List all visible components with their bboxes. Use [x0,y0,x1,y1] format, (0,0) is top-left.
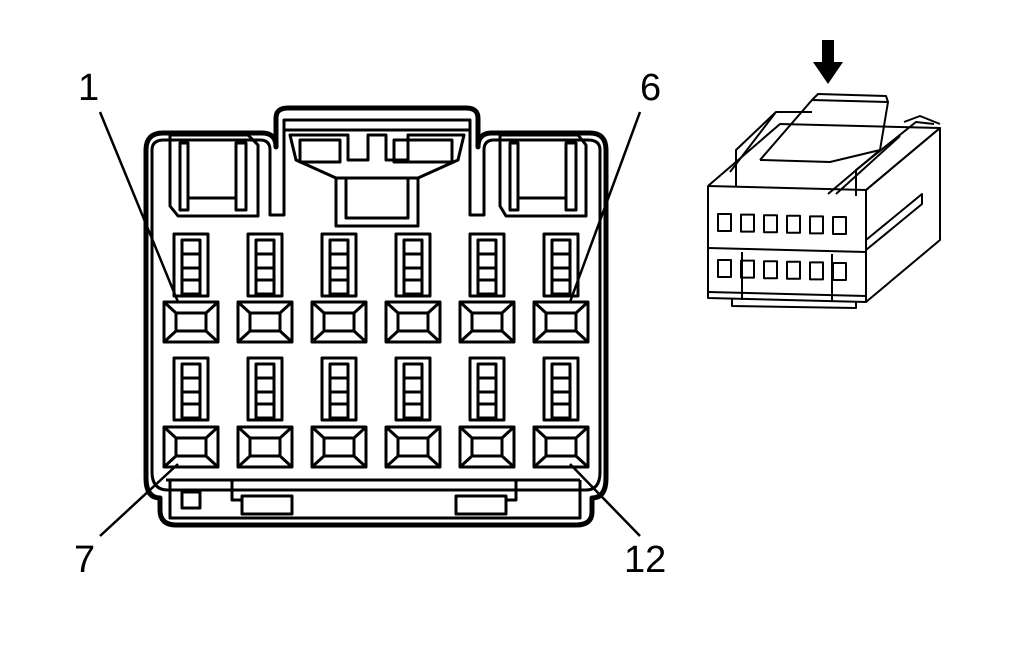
leader-line-pin-12 [569,463,641,537]
terminal-cavity-pin-1 [162,300,220,344]
iso-cavity [740,259,755,279]
right-lock-tab [498,133,588,218]
iso-cavity [809,261,824,281]
iso-cavity [832,262,847,281]
terminal-cavity-pin-8 [236,425,294,469]
connector-face-view [98,105,642,537]
pin-label-7: 7 [74,539,95,581]
terminal-lock-pin-2 [246,232,284,298]
terminal-lock-pin-9 [320,356,358,422]
connector-isometric-view [707,40,941,309]
terminal-lock-pin-11 [468,356,506,422]
iso-cavity [832,216,847,235]
terminal-lock-pin-6 [542,232,580,298]
terminal-cavity-pin-7 [162,425,220,469]
bottom-key-rail [166,478,582,520]
iso-cavity [763,260,778,280]
terminal-cavity-pin-5 [458,300,516,344]
cavity-grid [162,232,590,469]
terminal-lock-pin-12 [542,356,580,422]
terminal-lock-pin-3 [320,232,358,298]
iso-cavity [763,214,778,234]
terminal-lock-pin-10 [394,356,432,422]
connector-inner-wall [150,118,602,492]
terminal-lock-pin-1 [172,232,210,298]
iso-cavity [740,213,755,233]
iso-cavity [717,213,732,232]
leader-line-pin-7 [99,463,179,537]
leader-line-pin-1 [98,111,180,303]
terminal-cavity-pin-9 [310,425,368,469]
leader-line-pin-6 [568,111,642,303]
terminal-cavity-pin-2 [236,300,294,344]
terminal-cavity-pin-3 [310,300,368,344]
terminal-lock-pin-4 [394,232,432,298]
pin-label-6: 6 [640,67,661,109]
iso-top-face [707,123,941,191]
terminal-lock-pin-8 [246,356,284,422]
terminal-lock-pin-7 [172,356,210,422]
iso-cavity-grid [717,213,847,281]
iso-cavity [786,260,801,280]
pin-label-1: 1 [78,67,99,109]
terminal-cavity-pin-6 [532,300,590,344]
terminal-cavity-pin-4 [384,300,442,344]
connector-housing-outline [143,105,609,528]
terminal-cavity-pin-12 [532,425,590,469]
terminal-cavity-pin-11 [458,425,516,469]
terminal-lock-pin-5 [468,232,506,298]
iso-front-face [707,185,867,303]
leader-lines [98,111,642,537]
iso-cavity [809,215,824,235]
center-latch [284,128,470,228]
terminal-cavity-pin-10 [384,425,442,469]
iso-latch [759,99,889,195]
left-lock-tab [168,133,260,218]
down-arrow-icon [813,40,843,84]
pin-label-12: 12 [624,539,666,581]
iso-cavity [717,259,732,278]
iso-cavity [786,214,801,234]
